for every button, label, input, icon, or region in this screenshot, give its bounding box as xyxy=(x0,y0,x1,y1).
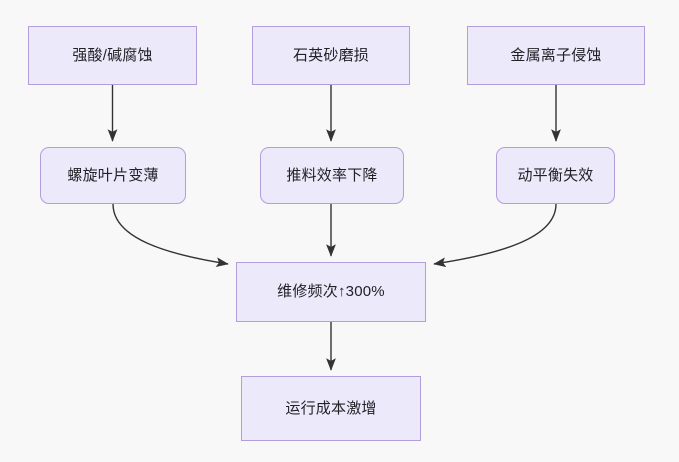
node-blade-thinning-label: 螺旋叶片变薄 xyxy=(67,166,159,184)
node-metal-ion-erosion-label: 金属离子侵蚀 xyxy=(510,46,602,64)
node-sand-abrasion-label: 石英砂磨损 xyxy=(292,46,369,64)
node-feed-efficiency-drop-label: 推料效率下降 xyxy=(286,166,378,184)
node-acid-corrosion[interactable]: 强酸/碱腐蚀 xyxy=(28,26,197,85)
edge-dynamic-balance-fail-to-maintenance-frequency xyxy=(433,203,557,268)
edge-blade-thinning-to-maintenance-frequency xyxy=(112,203,229,267)
node-feed-efficiency-drop[interactable]: 推料效率下降 xyxy=(260,147,404,204)
node-maintenance-frequency-label: 维修频次↑300% xyxy=(277,283,385,300)
node-sand-abrasion[interactable]: 石英砂磨损 xyxy=(252,26,410,85)
node-acid-corrosion-label: 强酸/碱腐蚀 xyxy=(72,46,153,64)
node-maintenance-frequency[interactable]: 维修频次↑300% xyxy=(236,262,426,322)
node-operating-cost-surge[interactable]: 运行成本激增 xyxy=(241,376,421,441)
node-metal-ion-erosion[interactable]: 金属离子侵蚀 xyxy=(467,26,645,85)
node-operating-cost-surge-label: 运行成本激增 xyxy=(285,399,377,417)
node-dynamic-balance-fail-label: 动平衡失效 xyxy=(517,166,594,184)
node-blade-thinning[interactable]: 螺旋叶片变薄 xyxy=(40,147,186,204)
node-dynamic-balance-fail[interactable]: 动平衡失效 xyxy=(496,147,615,204)
